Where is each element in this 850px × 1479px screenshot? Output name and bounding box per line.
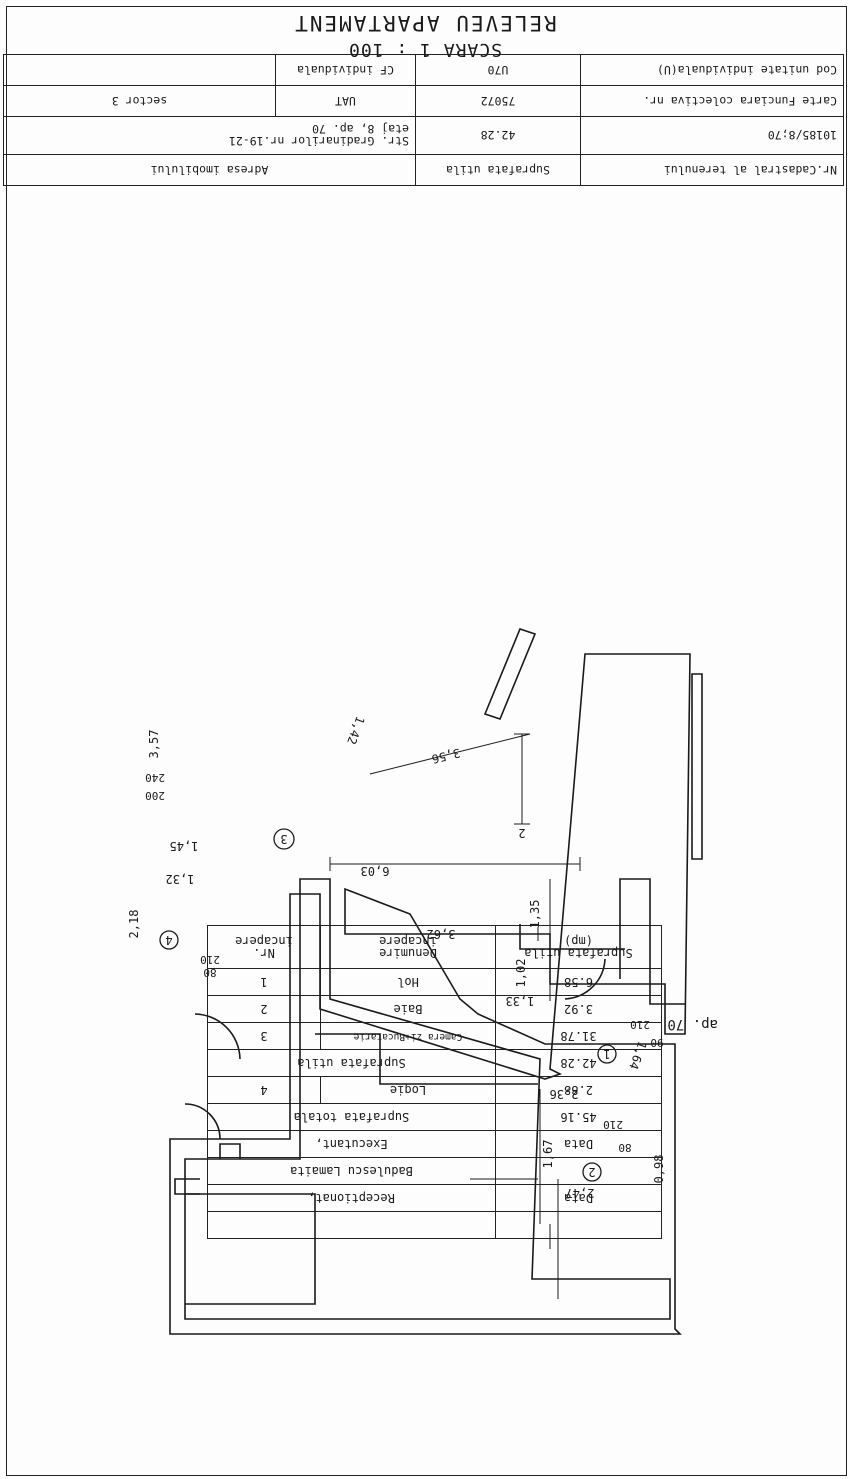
loggia-wall [619,878,685,1005]
room-2-number: 2 [588,1165,595,1179]
door1-width: 90 [650,1036,663,1049]
dim-2: 2 [518,826,525,840]
door4-height: 210 [200,953,220,966]
balcony-strip [691,673,703,860]
receptionat-row: Data Receptionat, [207,1184,662,1212]
dim-line-1-67 [470,1178,551,1249]
total-area-label: Suprafata totala [207,1103,496,1131]
dim-1-67: 1,67 [541,1140,555,1169]
total-area-value: 45.16 [495,1103,662,1131]
room-3-number: 3 [280,832,287,846]
kitchen-counter [519,924,625,950]
room-2-name: Baie [320,995,496,1023]
room-2-area: 3.92 [495,995,662,1023]
window-height: 240 [145,771,165,784]
room-4-number: 4 [165,933,172,947]
room-1-number: 1 [603,1047,610,1061]
dim-3-57: 3,57 [147,730,161,759]
executant-row: Data Executant, [207,1130,662,1158]
door1-height: 210 [630,1018,650,1031]
room-2-marker [582,1162,602,1182]
dim-1-33: 1,33 [506,994,535,1008]
dim-2-36: 2,36 [550,1087,579,1101]
usable-area-row: 42.28 Suprafata utila [207,1049,662,1077]
rooms-table: Data Receptionat, Badulescu Lamaita Data… [207,925,662,1239]
room-4-marker [159,930,179,950]
dim-line-3-62 [380,927,539,941]
dim-line-6-03 [329,857,581,871]
loggia-area: 2.88 [495,1076,662,1104]
area-column-header: Suprafata utila (mp) [495,925,662,969]
dim-1-02: 1,02 [514,959,528,988]
loggia-name: Logie [320,1076,496,1104]
executant-label: Executant, [207,1130,496,1158]
door-swing-4 [564,958,606,1000]
room-row-1: 6.58 Hol 1 [207,968,662,996]
number-column-header: Nr. incapere [207,925,321,969]
dim-line-3-56 [369,733,531,775]
door-swing-2 [184,1103,221,1140]
room-1-area: 6.58 [495,968,662,996]
room-row-2: 3.92 Baie 2 [207,995,662,1023]
dim-1-42: 1,42 [344,714,367,746]
room-3-nr: 3 [207,1022,321,1050]
dim-2-47: 2,47 [566,1186,595,1200]
room-2-nr: 2 [207,995,321,1023]
rooms-table-header: Suprafata utila (mp) Denumire incapere N… [207,925,662,969]
dim-0-98: 0,98 [652,1155,666,1184]
usable-area-label: Suprafata utila [207,1049,496,1077]
usable-area-total: 42.28 [495,1049,662,1077]
room-3-marker [273,828,295,850]
empty-cell [495,1211,662,1239]
bath-wall [185,1193,316,1305]
bath-fixture [219,1143,241,1159]
receptionat-label: Receptionat, [207,1184,496,1212]
hall-wall [315,1033,538,1085]
bath-fixture-2 [174,1178,200,1195]
executant-name-row: Badulescu Lamaita [207,1157,662,1185]
dim-3-56: 3,56 [430,746,461,767]
door2-width: 80 [618,1141,631,1154]
dim-1-45: 1,45 [170,839,199,853]
name-column-header: Denumire incapere [320,925,496,969]
room-3-name: Camera zi+Bucatarie [320,1022,496,1050]
dim-2-18: 2,18 [127,910,141,939]
outer-wall [169,653,691,1335]
executant-name: Badulescu Lamaita [207,1157,496,1185]
room-row-3: 31.78 Camera zi+Bucatarie 3 [207,1022,662,1050]
executant-date-label: Data [495,1130,662,1158]
inner-wall [184,878,671,1320]
empty-cell [495,1157,662,1185]
door2-height: 210 [603,1118,623,1131]
total-area-row: 45.16 Suprafata totala [207,1103,662,1131]
dim-6-03: 6,03 [361,864,390,878]
room-1-marker [597,1044,617,1064]
column-stub [483,628,537,720]
dim-line-2 [514,733,530,825]
door-swing-1 [194,1013,241,1060]
dim-3-62: 3,62 [427,927,456,941]
empty-cell [207,1211,496,1239]
room-3-area: 31.78 [495,1022,662,1050]
dim-1-35: 1,35 [528,900,542,929]
dim-1-32: 1,32 [166,872,195,886]
door4-width: 80 [203,966,216,979]
receptionat-date-label: Data [495,1184,662,1212]
apartment-label: ap. 70 [667,1016,718,1032]
window-width: 200 [145,789,165,802]
rooms-table-empty-row [207,1211,662,1239]
room-1-name: Hol [320,968,496,996]
room-1-nr: 1 [207,968,321,996]
loggia-row: 2.88 Logie 4 [207,1076,662,1104]
loggia-number: 4 [207,1076,321,1104]
